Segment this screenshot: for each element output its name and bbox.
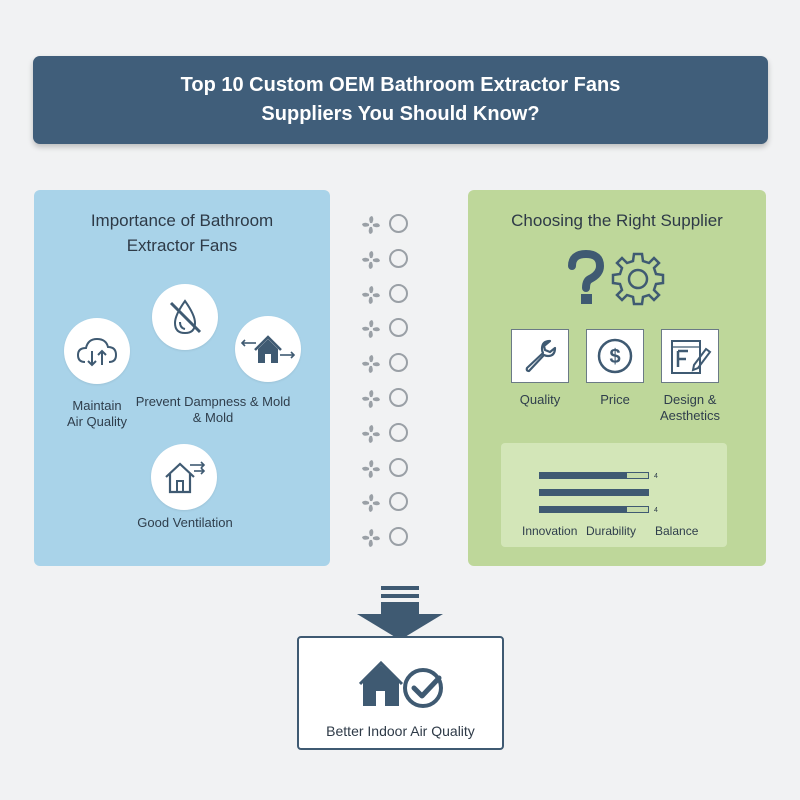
rating-label-innovation: Innovation (522, 524, 578, 538)
design-label-line-1: Design & (663, 392, 717, 407)
ventilation-label: Good Ventilation (137, 515, 233, 530)
house-arrows-icon (235, 316, 301, 382)
air-quality-label-line-1: Maintain (72, 398, 122, 413)
circle-icon (389, 457, 408, 477)
gear-icon (609, 250, 667, 313)
fan-icon (361, 319, 381, 339)
wrench-icon (511, 329, 569, 383)
circle-icon (389, 388, 408, 407)
dampness-label-line-2: & Mold (192, 410, 234, 425)
fan-icon (361, 528, 381, 548)
rating-bar (539, 472, 627, 479)
supplier-title: Choosing the Right Supplier (511, 211, 723, 230)
fan-icon (361, 459, 381, 479)
design-label-line-2: Aesthetics (660, 408, 720, 423)
fan-icon (361, 493, 381, 513)
air-quality-label: Maintain Air Quality (56, 398, 138, 430)
rating-bar (539, 506, 627, 513)
importance-title: Importance of Bathroom Extractor Fans (34, 208, 330, 258)
dollar-icon: $ (586, 329, 644, 383)
circle-icon (389, 492, 408, 512)
design-label: Design & Aesthetics (648, 392, 732, 424)
importance-title-line-1: Importance of Bathroom (90, 211, 274, 230)
house-check-icon (358, 658, 449, 715)
circle-icon (389, 527, 408, 547)
house-airflow-icon (151, 444, 217, 510)
no-water-drop-icon (152, 284, 218, 350)
cloud-arrows-icon (64, 318, 130, 384)
question-mark-icon (566, 249, 606, 313)
quality-label: Quality (519, 392, 561, 407)
down-arrow-icon (357, 586, 443, 647)
fan-icon (361, 250, 381, 270)
dampness-label: Prevent Dampness & Mold & Mold (130, 394, 296, 426)
svg-text:$: $ (609, 346, 620, 368)
circle-icon (389, 248, 408, 268)
blueprint-pencil-icon (661, 329, 719, 383)
title-banner: Top 10 Custom OEM Bathroom Extractor Fan… (33, 56, 768, 144)
circle-icon (389, 353, 408, 373)
rating-value-1: 4 (654, 473, 658, 480)
circle-icon (389, 283, 408, 303)
result-label: Better Indoor Air Quality (326, 723, 475, 739)
rating-bar (539, 489, 649, 496)
fan-icon (361, 354, 381, 374)
circle-icon (389, 422, 408, 442)
fan-icon (361, 215, 381, 235)
fan-icon (361, 424, 381, 444)
title-line-1: Top 10 Custom OEM Bathroom Extractor Fan… (180, 74, 621, 96)
air-quality-label-line-2: Air Quality (67, 414, 127, 429)
rating-label-balance: Balance (655, 524, 699, 538)
fan-icon (361, 389, 381, 409)
result-box: Better Indoor Air Quality (297, 636, 504, 750)
fan-icon (361, 285, 381, 305)
price-label: Price (600, 392, 630, 407)
rating-value-3: 4 (654, 507, 658, 514)
dampness-label-line-1: Prevent Dampness & Mold (135, 394, 291, 409)
importance-title-line-2: Extractor Fans (126, 236, 238, 255)
title-line-2: Suppliers You Should Know? (261, 103, 540, 125)
circle-icon (389, 214, 408, 233)
circle-icon (389, 318, 408, 338)
rating-label-durability: Durability (586, 524, 637, 538)
